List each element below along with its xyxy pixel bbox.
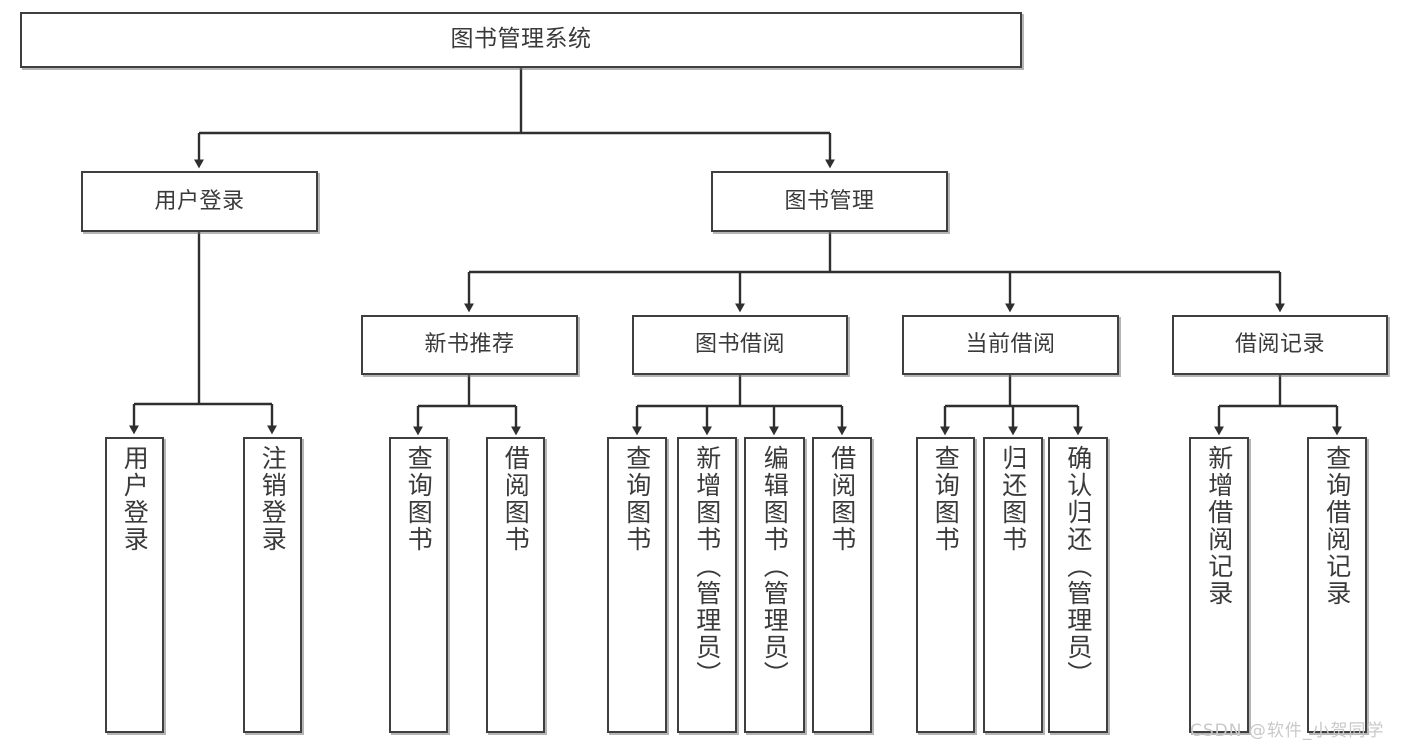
leaf-query-borrow-record[interactable]: 查询借阅记录 — [1307, 437, 1367, 733]
node-book-management[interactable]: 图书管理 — [711, 171, 948, 232]
leaf-return-book[interactable]: 归还图书 — [983, 437, 1043, 733]
leaf-return-book-label: 归还图书 — [998, 445, 1028, 553]
leaf-query-book-recommend-label: 查询图书 — [404, 445, 434, 553]
leaf-confirm-return-admin-label: 确认归还（管理员） — [1063, 445, 1093, 688]
leaf-query-book-borrow[interactable]: 查询图书 — [607, 437, 667, 733]
leaf-borrow-book-recommend-label: 借阅图书 — [501, 445, 531, 553]
leaf-query-book-recommend[interactable]: 查询图书 — [389, 437, 448, 733]
leaf-query-book-borrow-label: 查询图书 — [622, 445, 652, 553]
leaf-edit-book-admin-label: 编辑图书（管理员） — [760, 445, 790, 688]
leaf-add-borrow-record-label: 新增借阅记录 — [1204, 445, 1234, 607]
node-current-borrow-label: 当前借阅 — [965, 332, 1056, 358]
leaf-query-borrow-record-label: 查询借阅记录 — [1322, 445, 1352, 607]
leaf-logout[interactable]: 注销登录 — [243, 437, 302, 733]
leaf-confirm-return-admin[interactable]: 确认归还（管理员） — [1048, 437, 1108, 733]
leaf-user-login[interactable]: 用户登录 — [105, 437, 164, 733]
node-book-borrow[interactable]: 图书借阅 — [632, 315, 848, 375]
node-book-borrow-label: 图书借阅 — [694, 332, 785, 358]
leaf-add-book-admin[interactable]: 新增图书（管理员） — [677, 437, 737, 733]
node-root-label: 图书管理系统 — [450, 26, 592, 53]
leaf-add-book-admin-label: 新增图书（管理员） — [692, 445, 722, 688]
node-borrow-record[interactable]: 借阅记录 — [1172, 315, 1388, 375]
node-current-borrow[interactable]: 当前借阅 — [902, 315, 1119, 375]
node-book-management-label: 图书管理 — [784, 188, 875, 214]
leaf-query-book-current-label: 查询图书 — [931, 445, 961, 553]
leaf-borrow-book-recommend[interactable]: 借阅图书 — [486, 437, 545, 733]
leaf-add-borrow-record[interactable]: 新增借阅记录 — [1189, 437, 1249, 733]
leaf-user-login-label: 用户登录 — [120, 445, 150, 553]
node-borrow-record-label: 借阅记录 — [1234, 332, 1325, 358]
leaf-logout-label: 注销登录 — [258, 445, 288, 553]
node-user-login-label: 用户登录 — [154, 188, 245, 214]
node-new-book-recommend[interactable]: 新书推荐 — [361, 315, 578, 375]
leaf-edit-book-admin[interactable]: 编辑图书（管理员） — [744, 437, 805, 733]
leaf-borrow-book[interactable]: 借阅图书 — [812, 437, 872, 733]
node-new-book-recommend-label: 新书推荐 — [424, 332, 515, 358]
node-user-login[interactable]: 用户登录 — [81, 171, 318, 232]
node-root[interactable]: 图书管理系统 — [20, 12, 1022, 68]
leaf-query-book-current[interactable]: 查询图书 — [916, 437, 975, 733]
leaf-borrow-book-label: 借阅图书 — [827, 445, 857, 553]
watermark: CSDN @软件_小贺同学 — [1190, 721, 1385, 741]
